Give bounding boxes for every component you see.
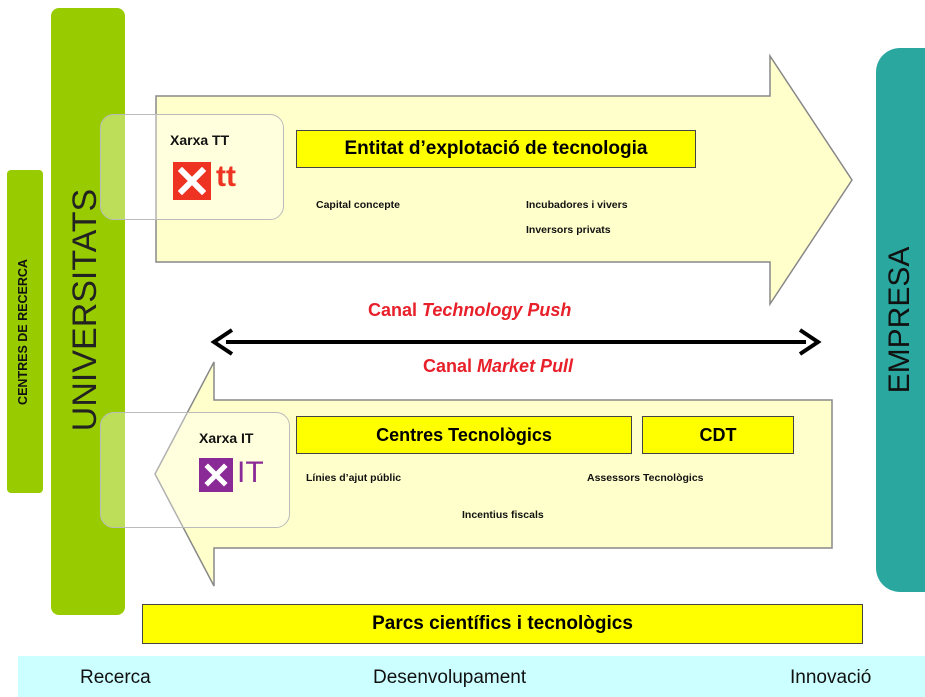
xarxa-tt-title: Xarxa TT: [170, 132, 230, 148]
double-arrow-left-head: [210, 328, 234, 356]
xit-logo-text: IT: [237, 456, 264, 489]
universitats-label: UNIVERSITATS: [66, 188, 104, 432]
xtt-logo-text: tt: [216, 160, 236, 193]
empresa-bar: [876, 48, 925, 592]
empresa-label: EMPRESA: [883, 246, 916, 394]
capital-concepte-label: Capital concepte: [316, 199, 401, 211]
linies-ajut-label: Línies d’ajut públic: [306, 472, 402, 484]
double-arrow-right-head: [798, 328, 822, 356]
inversors-label: Inversors privats: [526, 224, 611, 236]
incentius-label: Incentius fiscals: [462, 509, 544, 521]
timeline-innovacio: Innovació: [790, 667, 872, 688]
xtt-x-icon: [173, 162, 211, 200]
assessors-label: Assessors Tecnològics: [587, 472, 704, 484]
canal-technology-push: Canal Technology Push: [368, 300, 572, 320]
parcs-bar: Parcs científics i tecnològics: [142, 604, 863, 644]
push-arrow: [155, 53, 853, 307]
timeline-band: [18, 656, 925, 697]
centres-recerca-label: CENTRES DE RECERCA: [16, 259, 30, 405]
xit-x-icon: [199, 458, 233, 492]
timeline-recerca: Recerca: [80, 667, 151, 688]
universitats-bar: [51, 8, 125, 615]
incubadores-label: Incubadores i vivers: [526, 199, 628, 211]
timeline-desenvolupament: Desenvolupament: [373, 667, 527, 688]
xarxa-it-title: Xarxa IT: [199, 430, 254, 446]
centres-tecnologics-box: Centres Tecnològics: [296, 416, 632, 454]
cdt-box: CDT: [642, 416, 794, 454]
xarxa-it-frame: [100, 412, 290, 528]
entitat-explotacio-box: Entitat d’explotació de tecnologia: [296, 130, 696, 168]
centres-recerca-bar: [7, 170, 43, 493]
canal-market-pull: Canal Market Pull: [423, 356, 574, 376]
